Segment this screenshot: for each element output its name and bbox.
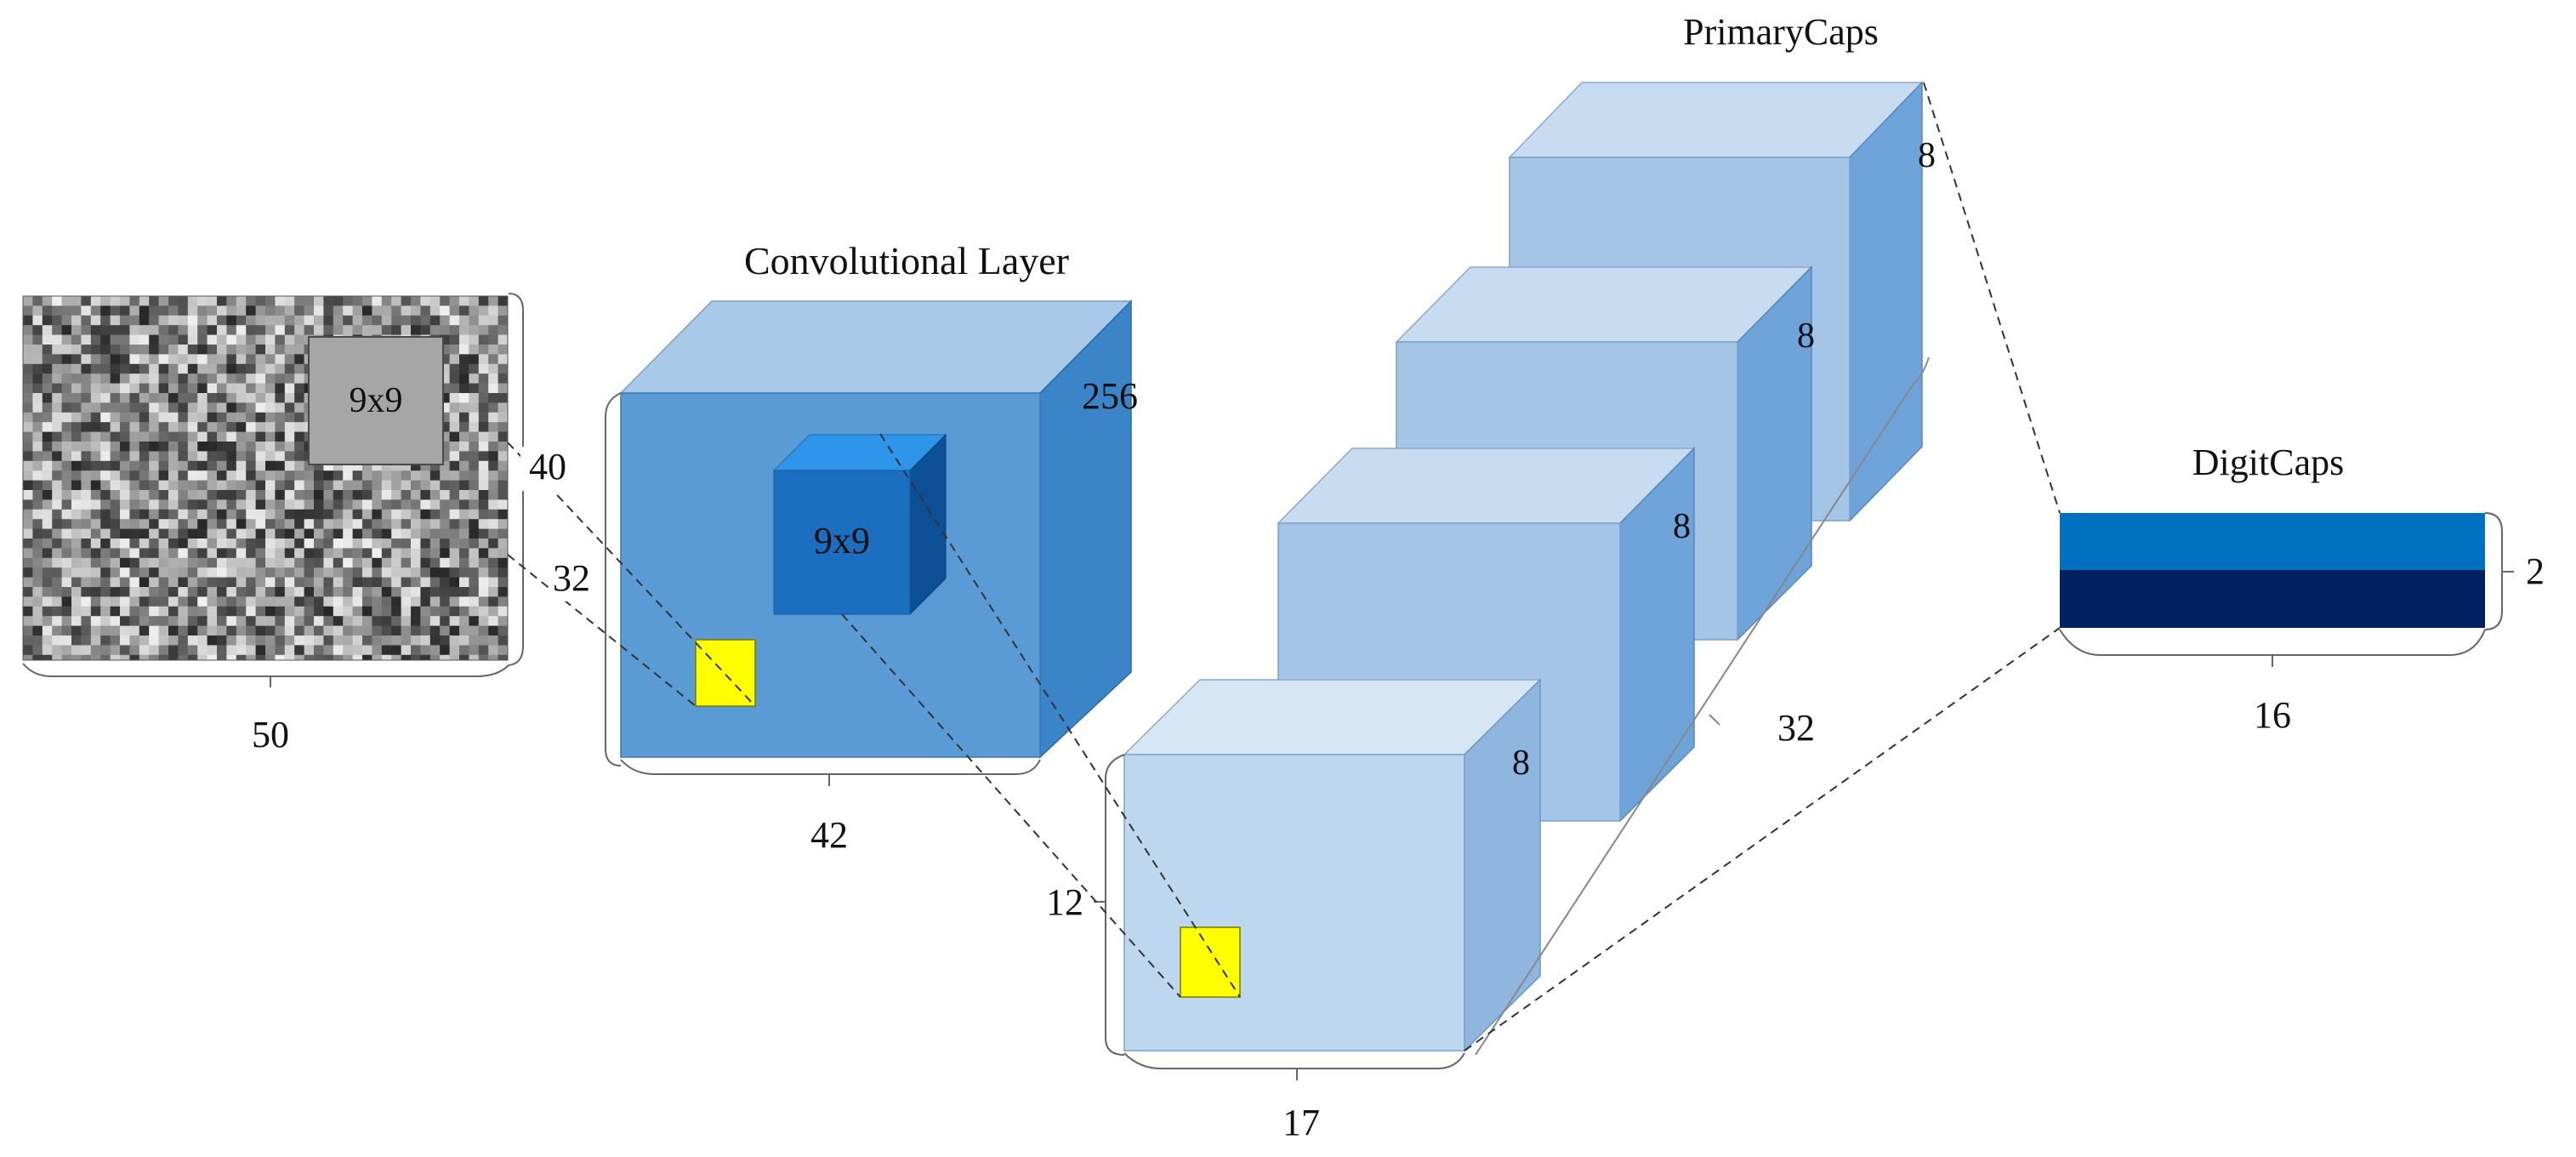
primary-caps-depth-4: 8	[1918, 136, 1936, 175]
primary-caps-count-label: 32	[1777, 707, 1815, 749]
input-image: 9x9 50	[22, 293, 524, 755]
conv-layer: Convolutional Layer 256 9x9 42	[605, 239, 1138, 856]
conv-kernel-cube: 9x9	[772, 433, 947, 616]
input-width-label: 50	[252, 714, 289, 755]
digit-caps-title: DigitCaps	[2192, 442, 2344, 483]
primary-caps-depth-3: 8	[1797, 316, 1815, 356]
primary-caps-depth-2: 8	[1673, 507, 1691, 546]
input-dim-32-label: 32	[553, 557, 590, 599]
primary-caps-highlight	[1180, 926, 1241, 998]
input-dim-40-label: 40	[529, 446, 566, 487]
conv-width-label: 42	[810, 814, 848, 856]
conv-highlight	[695, 639, 756, 707]
digit-caps-rows-label: 2	[2526, 550, 2545, 592]
digit-caps-row-2	[2060, 570, 2485, 628]
primary-caps-title: PrimaryCaps	[1683, 11, 1879, 53]
primary-caps-width-label: 17	[1282, 1102, 1320, 1143]
primary-caps-depth-1: 8	[1512, 744, 1530, 783]
digit-caps-width-label: 16	[2254, 694, 2291, 736]
primary-caps-cube-1: 8	[1123, 678, 1542, 1052]
input-window-label: 9x9	[350, 381, 403, 420]
input-bottom-bracket	[22, 663, 509, 677]
conv-kernel-label: 9x9	[814, 520, 870, 561]
digit-caps-row-1	[2060, 513, 2485, 570]
input-window-9x9: 9x9	[308, 336, 444, 465]
conv-bottom-bracket	[620, 759, 1041, 775]
digit-caps: DigitCaps 2 16	[2059, 442, 2545, 736]
conv-depth-label: 256	[1082, 375, 1138, 417]
primary-caps-brackets: 12 17 32	[1046, 356, 1930, 1143]
primary-caps-height-label: 12	[1046, 881, 1083, 923]
conv-left-bracket	[605, 392, 622, 767]
conv-layer-title: Convolutional Layer	[744, 239, 1069, 282]
